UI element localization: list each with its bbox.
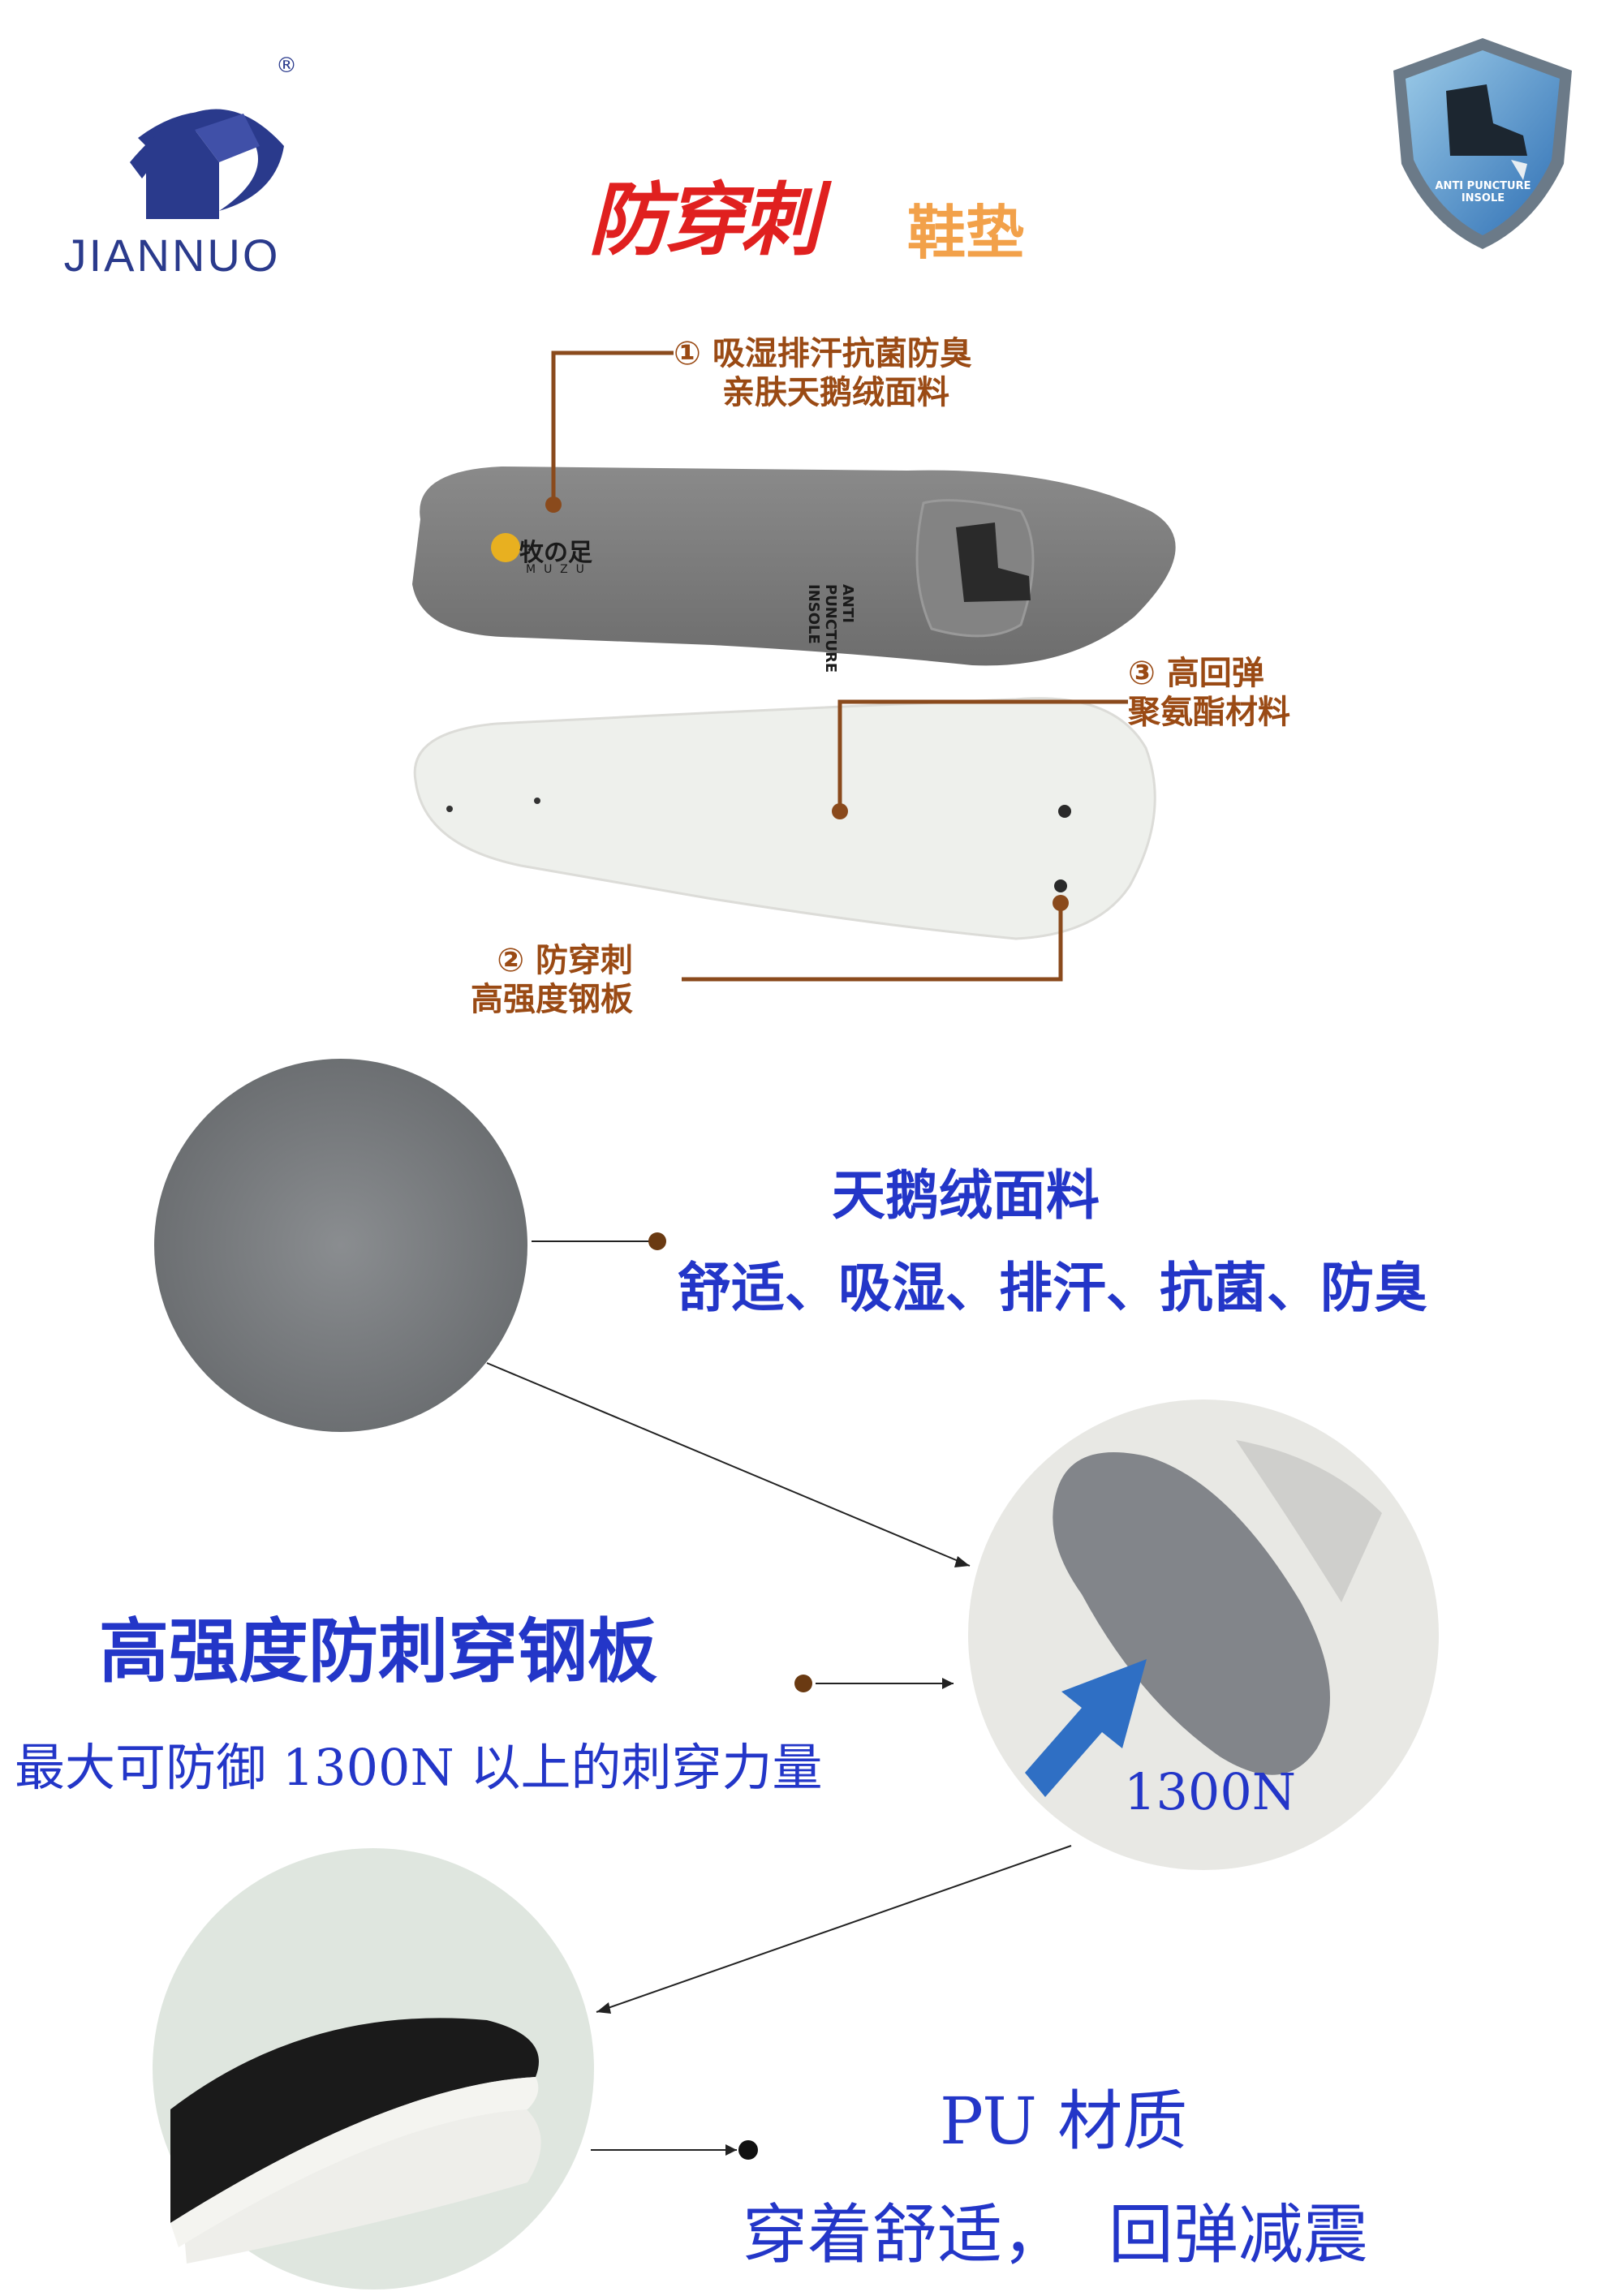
insole-bottom-photo [413, 697, 1156, 940]
page-title: 防穿刺 [588, 174, 820, 267]
feature-velvet-heading: 天鹅绒面料 [832, 1164, 1100, 1227]
pu-material-closeup-photo [153, 1848, 594, 2290]
insole-logo-text: 牧の足 [519, 539, 592, 567]
callout-line2: 高强度钢板 [471, 981, 633, 1018]
insole-top-photo [412, 467, 1176, 666]
jiannuo-logo-icon [130, 109, 284, 219]
callout-velvet: ① 吸湿排汗抗菌防臭 亲肤天鹅绒面料 [674, 334, 972, 412]
feature-steel-description: 最大可防御 1300N 以上的刺穿力量 [15, 1738, 823, 1797]
callout-line1: 吸湿排汗抗菌防臭 [712, 335, 972, 372]
steel-plate-closeup-photo [968, 1400, 1439, 1870]
registered-mark: ® [276, 54, 297, 78]
badge-text: ANTI PUNCTURE INSOLE [1435, 180, 1531, 204]
callout-pu: ③ 高回弹 聚氨酯材料 [1128, 654, 1290, 732]
callout-line1: 防穿刺 [536, 942, 633, 979]
callout-steel: ② 防穿刺 高强度钢板 [471, 941, 633, 1019]
callout-number: ① [674, 335, 701, 372]
page-title-sub: 鞋垫 [907, 199, 1025, 267]
force-label: 1300N [1124, 1762, 1297, 1821]
callout-leaders [545, 350, 1128, 982]
callout-line2: 亲肤天鹅绒面料 [722, 374, 949, 411]
callout-number: ② [497, 942, 525, 979]
callout-number: ③ [1128, 655, 1156, 692]
feature-pu-description: 穿着舒适， 回弹减震 [743, 2197, 1368, 2272]
insole-logo-sub: MUZU [526, 563, 592, 576]
feature-steel-heading: 高强度防刺穿钢板 [99, 1610, 657, 1692]
anti-puncture-shield-icon [1393, 38, 1572, 249]
velvet-closeup-photo [154, 1059, 527, 1432]
brand-name: JIANNUO [63, 230, 281, 281]
feature-pu-heading: PU 材质 [940, 2083, 1188, 2159]
callout-line2: 聚氨酯材料 [1128, 694, 1290, 731]
callout-line1: 高回弹 [1166, 655, 1264, 692]
feature-velvet-description: 舒适、吸湿、排汗、抗菌、防臭 [678, 1257, 1427, 1319]
